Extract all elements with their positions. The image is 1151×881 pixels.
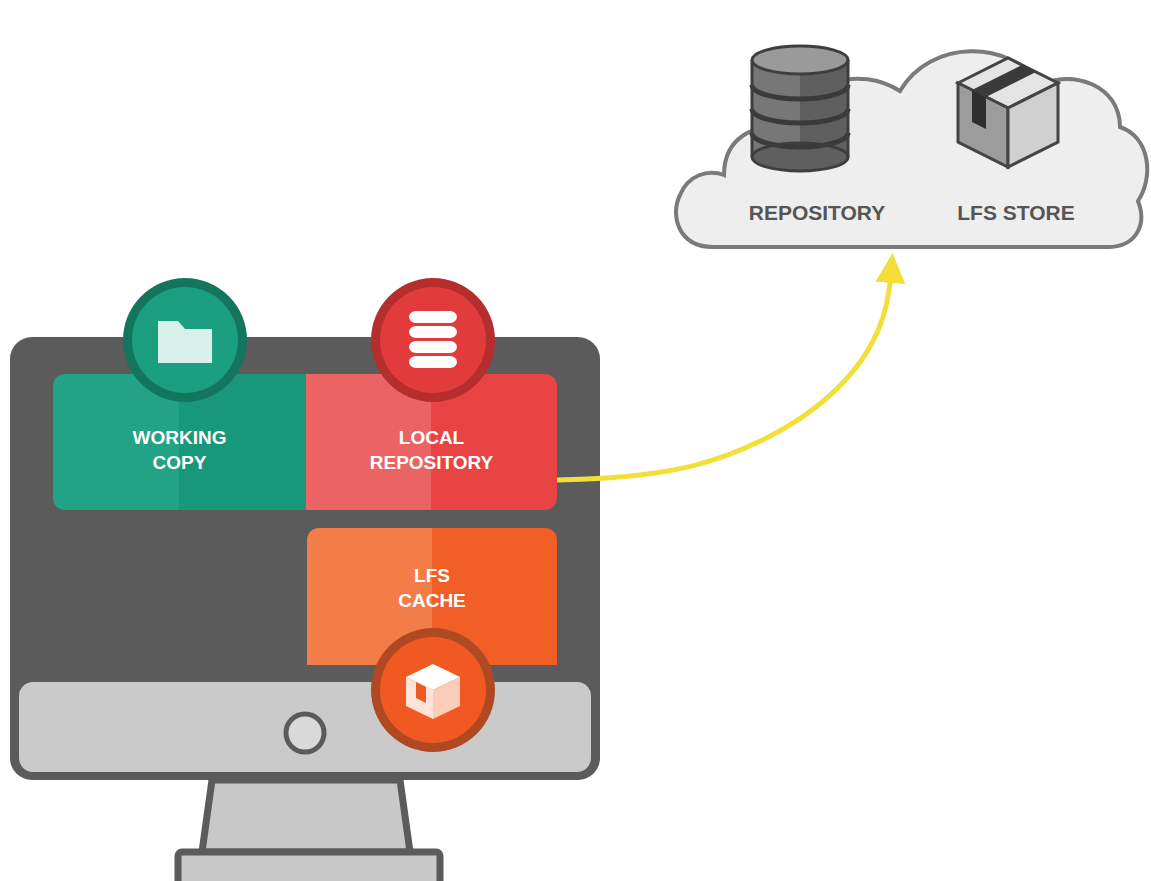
monitor-neck bbox=[202, 780, 410, 852]
monitor-base bbox=[178, 852, 440, 881]
icon-disc bbox=[380, 637, 486, 743]
panel-label: LOCAL REPOSITORY bbox=[362, 426, 502, 475]
database-icon bbox=[409, 356, 457, 368]
database-icon bbox=[409, 341, 457, 353]
icon-ring bbox=[371, 278, 495, 402]
icon-disc bbox=[132, 287, 238, 393]
folder-icon bbox=[158, 321, 212, 363]
lfs-cache-panel: LFS CACHE bbox=[307, 528, 557, 665]
box-icon bbox=[406, 677, 433, 719]
box-tape bbox=[416, 682, 426, 703]
box-badge bbox=[368, 625, 498, 755]
database-icon bbox=[409, 311, 457, 323]
box-icon bbox=[433, 677, 460, 719]
panel-label: LFS CACHE bbox=[392, 564, 472, 613]
remote-cloud: REPOSITORY LFS STORE bbox=[668, 25, 1150, 255]
store-label: LFS STORE bbox=[957, 201, 1074, 225]
working-copy-panel: WORKING COPY bbox=[53, 374, 306, 510]
database-icon bbox=[409, 326, 457, 338]
remote-box-icon bbox=[958, 58, 1058, 167]
monitor-frame bbox=[10, 337, 600, 780]
folder-badge bbox=[120, 275, 250, 405]
remote-database-icon bbox=[752, 46, 848, 171]
store-label: REPOSITORY bbox=[749, 201, 886, 225]
cloud-shape bbox=[668, 25, 1150, 255]
cloud-outline bbox=[676, 51, 1147, 247]
icon-ring bbox=[371, 628, 495, 752]
icon-ring bbox=[123, 278, 247, 402]
monitor-bezel bbox=[19, 682, 591, 772]
database-badge bbox=[368, 275, 498, 405]
local-repository-panel: LOCAL REPOSITORY bbox=[306, 374, 557, 510]
push-arrow bbox=[557, 259, 892, 480]
panel-label: WORKING COPY bbox=[110, 426, 250, 475]
icon-disc bbox=[380, 287, 486, 393]
power-button bbox=[286, 714, 324, 752]
